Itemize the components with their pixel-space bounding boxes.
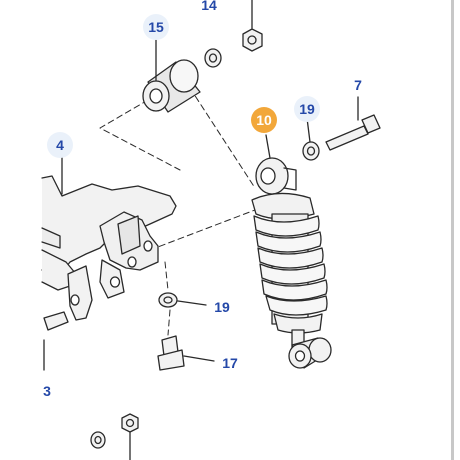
callout-15[interactable]: 15 — [143, 14, 169, 40]
callout-14[interactable]: 14 — [201, 0, 217, 13]
callout-7[interactable]: 7 — [354, 77, 362, 93]
part-14-nut-washer — [204, 0, 263, 68]
part-19-washer-lower — [158, 292, 207, 308]
callout-3[interactable]: 3 — [43, 383, 51, 399]
callout-17[interactable]: 17 — [222, 355, 238, 371]
part-19-washer-upper — [302, 117, 320, 161]
viewer-frame-edge — [451, 0, 454, 460]
shock-spring-coils — [253, 215, 328, 316]
callout-4[interactable]: 4 — [47, 132, 73, 158]
callout-19-upper[interactable]: 19 — [294, 96, 320, 122]
assembly-dashed-lines — [99, 87, 256, 336]
part-15-bushing — [142, 39, 201, 113]
callout-19-lower[interactable]: 19 — [214, 299, 230, 315]
part-4-bracket — [41, 155, 177, 331]
part-17-bolt — [157, 335, 215, 371]
part-10-shock-absorber — [251, 134, 332, 369]
part-7-bolt — [325, 96, 381, 151]
callout-10[interactable]: 10 — [251, 107, 277, 133]
bottom-nut-washer — [90, 413, 139, 460]
